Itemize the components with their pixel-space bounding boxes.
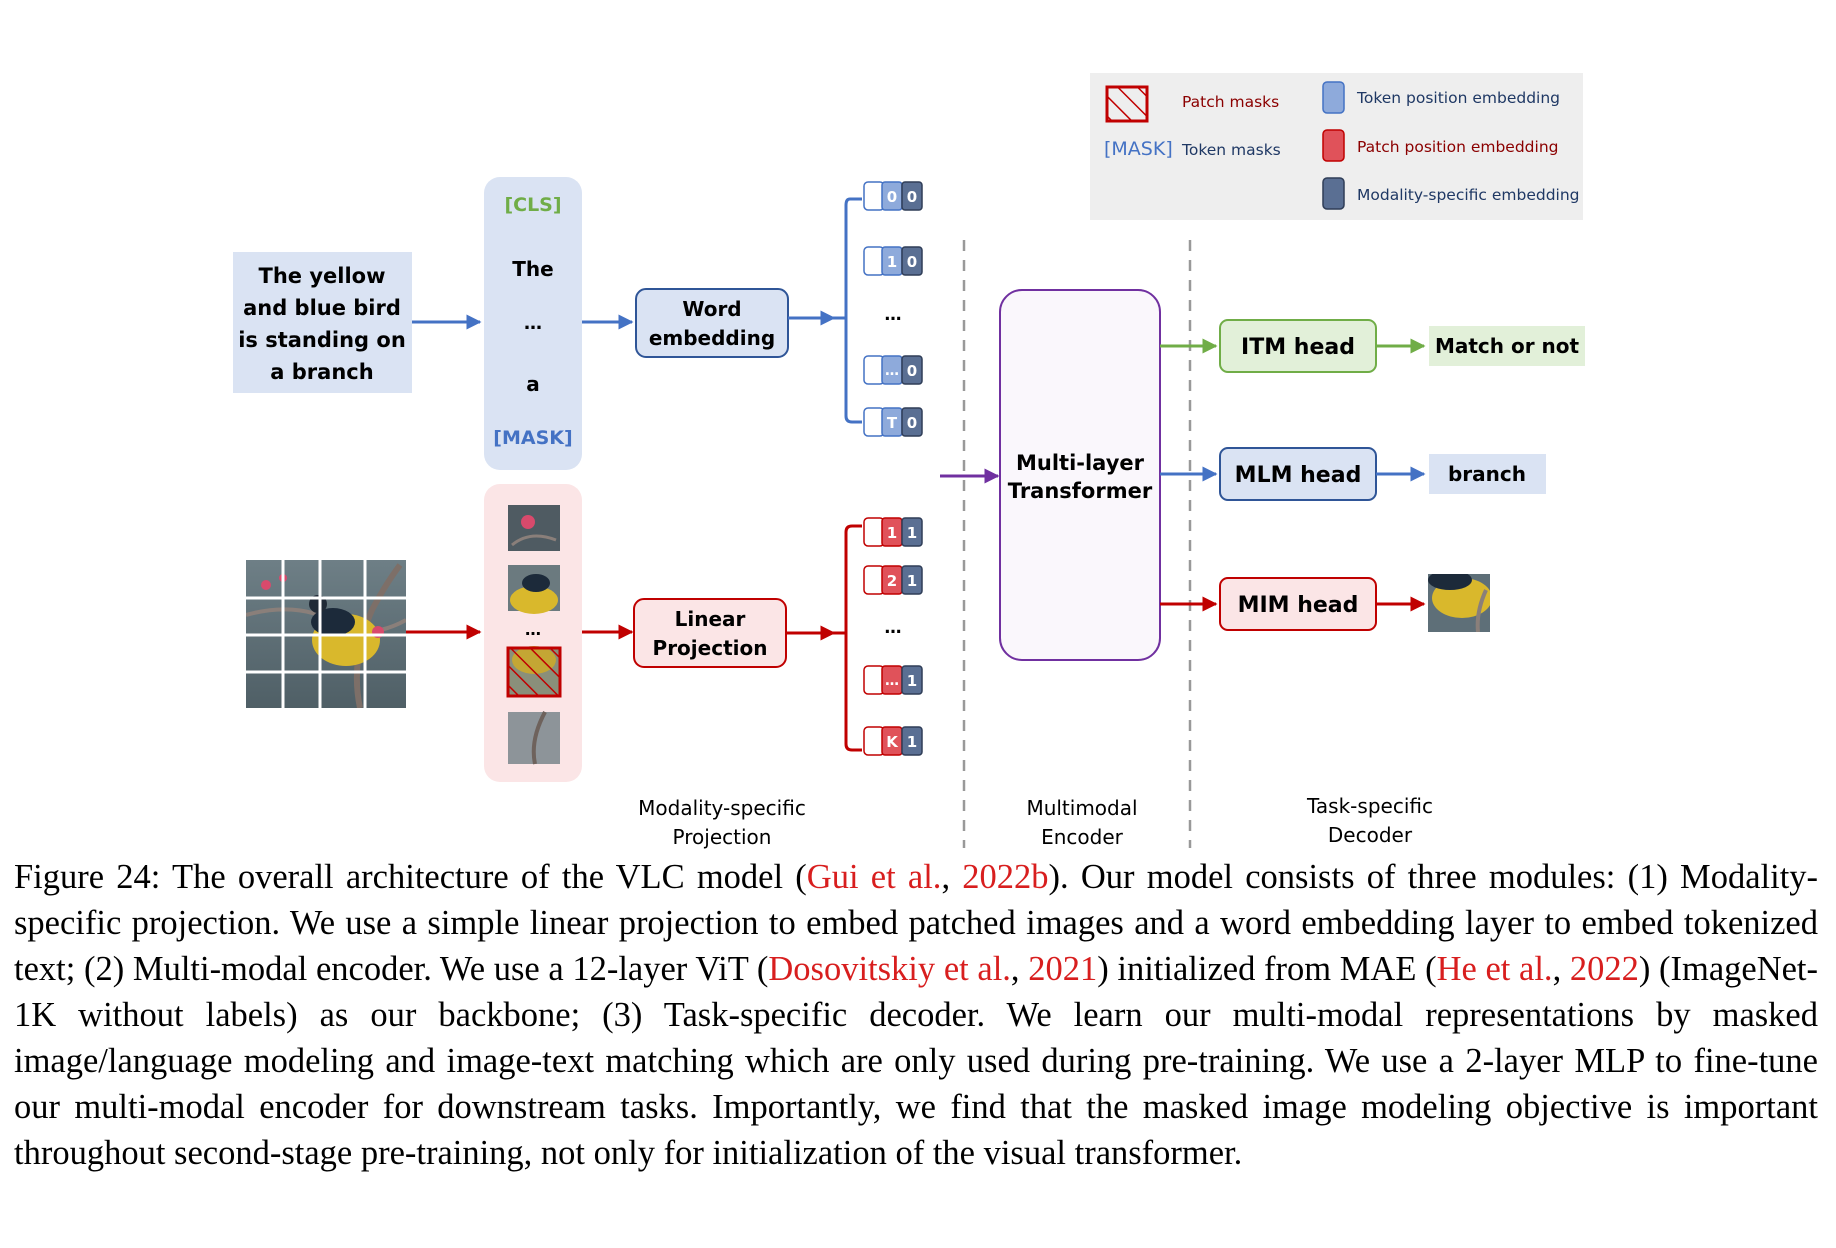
citation-he-year[interactable]: 2022 <box>1569 950 1639 988</box>
figure-caption: Figure 24: The overall architecture of t… <box>14 854 1818 1176</box>
citation-dosovitskiy-year[interactable]: 2021 <box>1028 950 1098 988</box>
caption-text: ) (ImageNet-1K without labels) as our ba… <box>14 950 1819 1172</box>
caption-text: , <box>1010 950 1029 988</box>
section-projection-line-1: Modality-specific <box>638 796 806 820</box>
vlc-architecture-diagram: Patch masks [MASK] Token masks Token pos… <box>233 73 1585 849</box>
citation-dosovitskiy[interactable]: Dosovitskiy et al. <box>768 950 1011 988</box>
linear-projection-label-1: Linear <box>675 607 746 631</box>
text-emb-0-mod: 0 <box>907 188 917 206</box>
itm-head-label: ITM head <box>1241 335 1355 360</box>
word-embedding-box: Word embedding <box>635 288 789 358</box>
text-emb-1-mod: 0 <box>907 253 917 271</box>
legend-token-position: Token position embedding <box>1356 89 1560 107</box>
section-encoder-line-2: Encoder <box>1041 825 1124 849</box>
image-patches-column: … <box>484 484 582 782</box>
patches-ellipsis: … <box>525 620 541 639</box>
word-embedding-label-2: embedding <box>649 326 775 350</box>
mlm-output-label: branch <box>1448 462 1526 486</box>
legend-mask-token: [MASK] <box>1104 138 1173 160</box>
legend-modality: Modality-specific embedding <box>1357 186 1580 204</box>
image-emb-3-mod: 1 <box>907 733 917 751</box>
mlm-head-label: MLM head <box>1235 463 1362 488</box>
legend-patch-position: Patch position embedding <box>1357 138 1558 156</box>
caption-text: ) initialized from MAE ( <box>1097 950 1437 988</box>
caption-text: Figure 24: The overall architecture of t… <box>14 858 807 896</box>
text-emb-ellipsis: … <box>885 305 902 325</box>
token-position-swatch-icon <box>1322 81 1345 114</box>
modality-swatch-icon <box>1322 177 1345 210</box>
input-image-patched <box>246 560 406 708</box>
patch-mask-icon <box>1105 85 1149 123</box>
section-decoder-line-2: Decoder <box>1328 823 1413 847</box>
input-text-line-3: is standing on <box>238 328 406 352</box>
image-emb-2-mod: 1 <box>907 672 917 690</box>
patch-1 <box>508 505 560 551</box>
text-emb-2-pos: … <box>885 363 899 379</box>
text-emb-2-mod: 0 <box>907 362 917 380</box>
mlm-output: branch <box>1429 454 1546 494</box>
multi-layer-transformer: Multi-layer Transformer <box>999 289 1161 661</box>
itm-output: Match or not <box>1429 326 1585 366</box>
token-the: The <box>512 257 553 281</box>
text-emb-3-pos: T <box>887 414 898 432</box>
encoder-label-2: Transformer <box>1008 479 1153 503</box>
image-emb-1-pos: 2 <box>887 572 897 590</box>
image-emb-1-mod: 1 <box>907 572 917 590</box>
section-decoder-line-1: Task-specific <box>1306 794 1433 818</box>
itm-output-label: Match or not <box>1435 334 1580 358</box>
mlm-head: MLM head <box>1219 447 1377 501</box>
mim-head-label: MIM head <box>1238 593 1359 618</box>
citation-gui[interactable]: Gui et al. <box>806 858 942 896</box>
image-emb-2-pos: … <box>885 673 899 689</box>
image-emb-3-pos: K <box>886 733 899 751</box>
token-cls: [CLS] <box>504 194 561 216</box>
caption-text: , <box>1552 950 1570 988</box>
section-encoder-line-1: Multimodal <box>1026 796 1137 820</box>
input-text-line-1: The yellow <box>259 264 386 288</box>
section-labels: Modality-specific Projection Multimodal … <box>638 794 1433 849</box>
encoder-label-1: Multi-layer <box>1016 451 1145 475</box>
legend: Patch masks [MASK] Token masks Token pos… <box>1090 73 1583 220</box>
citation-gui-year[interactable]: 2022b <box>962 858 1049 896</box>
input-text-box: The yellow and blue bird is standing on … <box>233 252 412 393</box>
patch-position-swatch-icon <box>1322 129 1345 162</box>
image-embedding-stack: 1 1 2 1 … … 1 K 1 <box>863 517 923 756</box>
linear-projection-box: Linear Projection <box>633 598 787 668</box>
caption-text: , <box>941 858 963 896</box>
citation-he[interactable]: He et al. <box>1436 950 1553 988</box>
image-emb-ellipsis: … <box>885 618 902 638</box>
text-emb-3-mod: 0 <box>907 414 917 432</box>
mim-head: MIM head <box>1219 577 1377 631</box>
token-ellipsis: … <box>524 313 542 334</box>
input-text-line-4: a branch <box>270 360 373 384</box>
mim-output-patch <box>1428 574 1490 632</box>
image-emb-0-pos: 1 <box>887 524 897 542</box>
section-projection-line-2: Projection <box>673 825 772 849</box>
token-a: a <box>526 372 540 396</box>
caption-text: ). Our model consists of three modules: … <box>14 858 1819 988</box>
text-embedding-stack: 0 0 1 0 … … 0 T 0 <box>863 181 923 437</box>
image-emb-0-mod: 1 <box>907 524 917 542</box>
text-tokens-column: [CLS] The … a [MASK] <box>484 177 582 470</box>
word-embedding-label-1: Word <box>682 297 741 321</box>
image-embedding-bracket <box>844 524 862 752</box>
legend-patch-masks: Patch masks <box>1182 93 1279 111</box>
text-emb-0-pos: 0 <box>887 188 897 206</box>
text-emb-1-pos: 1 <box>887 253 897 271</box>
input-text-line-2: and blue bird <box>243 296 401 320</box>
text-embedding-bracket <box>844 197 862 424</box>
token-mask: [MASK] <box>493 427 572 449</box>
legend-token-masks: Token masks <box>1181 141 1281 159</box>
linear-projection-label-2: Projection <box>653 636 768 660</box>
itm-head: ITM head <box>1219 319 1377 373</box>
